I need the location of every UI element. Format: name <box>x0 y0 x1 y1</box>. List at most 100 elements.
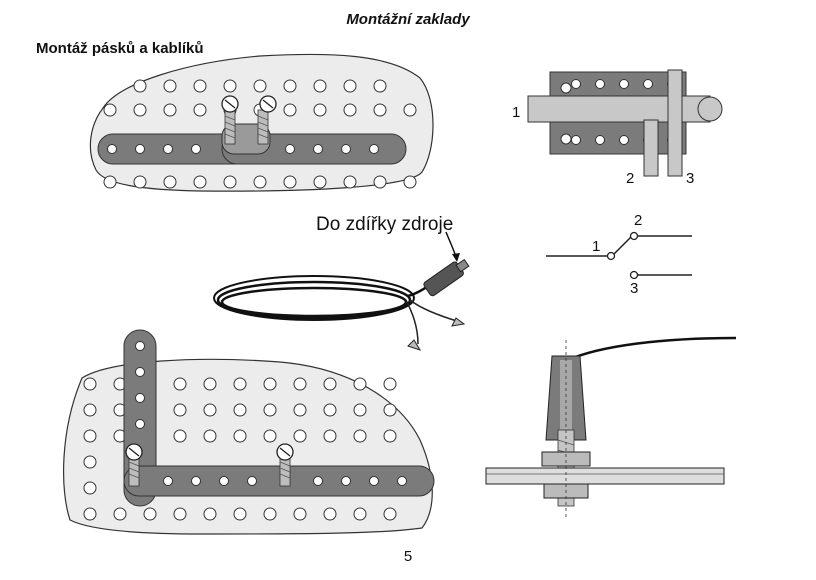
hole <box>163 79 177 93</box>
hole <box>343 103 357 117</box>
hole <box>233 429 247 443</box>
hole <box>135 367 145 377</box>
schematic-label-3: 3 <box>630 280 639 297</box>
switch-label-3: 3 <box>686 170 695 187</box>
hole <box>163 476 173 486</box>
hole <box>83 377 97 391</box>
hole <box>173 507 187 521</box>
connector-icon <box>423 258 470 297</box>
hole <box>107 144 117 154</box>
hole <box>233 507 247 521</box>
hole <box>383 377 397 391</box>
hole <box>383 403 397 417</box>
hole <box>191 144 201 154</box>
switch-knob <box>697 96 723 122</box>
hole <box>223 79 237 93</box>
figure-strip-joint <box>89 53 434 192</box>
hole <box>323 403 337 417</box>
hole <box>341 144 351 154</box>
hole <box>353 403 367 417</box>
hole <box>263 403 277 417</box>
switch-label-2: 2 <box>626 170 635 187</box>
hole <box>313 103 327 117</box>
base-plate <box>485 467 725 485</box>
hole <box>323 377 337 391</box>
strip-holes-top <box>107 144 379 154</box>
hole <box>83 429 97 443</box>
hole <box>293 377 307 391</box>
page-title: Montážní zaklady <box>346 11 470 28</box>
hole <box>373 79 387 93</box>
hole <box>253 175 267 189</box>
hole <box>135 341 145 351</box>
hole <box>383 507 397 521</box>
wire-label: Do zdířky zdroje <box>316 214 454 235</box>
hole <box>403 175 417 189</box>
hole <box>173 429 187 443</box>
screw-icon <box>221 95 239 145</box>
hole <box>203 507 217 521</box>
hole <box>285 144 295 154</box>
screw-icon <box>257 95 277 145</box>
schematic-label-2: 2 <box>634 212 643 229</box>
hole <box>353 377 367 391</box>
hole <box>373 175 387 189</box>
hole <box>193 79 207 93</box>
hole <box>369 144 379 154</box>
hole <box>133 175 147 189</box>
schematic-node-1 <box>606 251 616 261</box>
figure-switch-assembly <box>527 69 723 177</box>
hole <box>353 507 367 521</box>
hole <box>203 377 217 391</box>
hole <box>283 103 297 117</box>
hole <box>83 481 97 495</box>
hole <box>293 403 307 417</box>
hole <box>293 429 307 443</box>
hole <box>403 103 417 117</box>
hole <box>103 103 117 117</box>
hole <box>83 403 97 417</box>
hole <box>233 377 247 391</box>
hole <box>293 507 307 521</box>
hole <box>163 103 177 117</box>
hole <box>223 175 237 189</box>
wire-icon <box>567 336 737 362</box>
hole <box>313 175 327 189</box>
hole <box>191 476 201 486</box>
hole <box>571 79 581 89</box>
hole <box>83 507 97 521</box>
schematic-node-2 <box>629 231 639 241</box>
hole <box>595 135 605 145</box>
hole <box>163 175 177 189</box>
hole <box>253 79 267 93</box>
schematic-label-1: 1 <box>592 238 601 255</box>
hole <box>571 135 581 145</box>
hole <box>283 175 297 189</box>
hole <box>369 476 379 486</box>
hole <box>323 429 337 443</box>
section-title: Montáž pásků a kablíků <box>36 40 204 57</box>
hole <box>313 476 323 486</box>
hole <box>135 419 145 429</box>
hole <box>643 79 653 89</box>
hole <box>113 507 127 521</box>
hole <box>619 135 629 145</box>
hole <box>263 377 277 391</box>
hole <box>353 429 367 443</box>
hole <box>219 476 229 486</box>
hole <box>193 103 207 117</box>
strip-holes-bottom <box>135 341 407 486</box>
hole <box>83 455 97 469</box>
hole <box>343 79 357 93</box>
hole <box>247 476 257 486</box>
figure-angled-strip <box>62 329 435 535</box>
hole <box>173 403 187 417</box>
screw-icon <box>276 443 294 487</box>
hole <box>323 507 337 521</box>
hole <box>343 175 357 189</box>
page-number: 5 <box>403 548 413 565</box>
figure-wire-coil <box>213 231 470 351</box>
hole <box>103 175 117 189</box>
hole <box>203 403 217 417</box>
